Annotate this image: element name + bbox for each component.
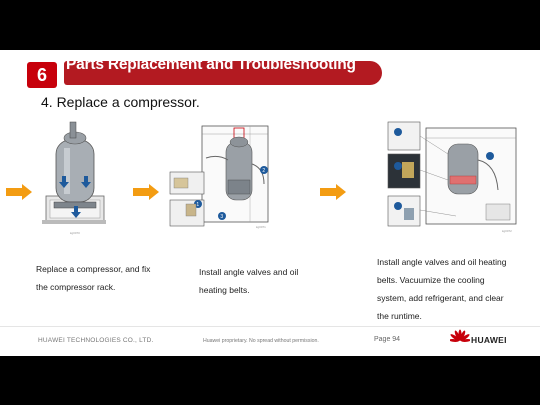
step-2-caption: Install angle valves and oil heating bel… xyxy=(199,263,298,299)
caption-line: the compressor rack. xyxy=(36,282,116,292)
compressor-rack-illustration: kg0070 xyxy=(42,121,106,235)
step-3-caption: Install angle valves and oil heating bel… xyxy=(377,253,506,325)
vacuum-refrigerant-illustration: kg0072 xyxy=(387,121,517,233)
footer-notice: Huawei proprietary. No spread without pe… xyxy=(203,338,319,344)
arrow-right-icon xyxy=(320,184,346,200)
slide: 6 Parts Replacement and Troubleshooting … xyxy=(0,50,540,356)
caption-line: system, add refrigerant, and clear xyxy=(377,293,504,303)
caption-line: belts. Vacuumize the cooling xyxy=(377,275,485,285)
caption-line: the runtime. xyxy=(377,311,422,321)
section-number-badge: 6 xyxy=(27,62,57,88)
slide-title: Parts Replacement and Troubleshooting xyxy=(66,56,356,73)
svg-text:2: 2 xyxy=(262,168,265,174)
huawei-logo-text: HUAWEI xyxy=(471,335,507,345)
step-1-caption: Replace a compressor, and fix the compre… xyxy=(36,260,150,296)
svg-text:3: 3 xyxy=(220,214,223,220)
arrow-right-icon xyxy=(6,184,32,200)
svg-text:kg0070: kg0070 xyxy=(70,231,80,235)
section-number: 6 xyxy=(36,65,47,85)
title-bar xyxy=(64,61,382,85)
caption-line: Install angle valves and oil xyxy=(199,267,299,277)
caption-line: Install angle valves and oil heating xyxy=(377,257,507,267)
footer-company: HUAWEI TECHNOLOGIES CO., LTD. xyxy=(38,337,154,344)
huawei-logo-icon xyxy=(450,329,470,342)
step-subtitle: 4. Replace a compressor. xyxy=(41,94,200,110)
caption-line: heating belts. xyxy=(199,285,250,295)
page-number: Page 94 xyxy=(374,336,401,343)
svg-text:1: 1 xyxy=(196,202,199,208)
arrow-right-icon xyxy=(133,184,159,200)
footer-divider xyxy=(0,326,540,327)
caption-line: Replace a compressor, and fix xyxy=(36,264,151,274)
svg-text:kg0072: kg0072 xyxy=(502,229,512,233)
angle-valve-illustration: 1 2 3 kg0071 xyxy=(169,125,269,229)
svg-text:kg0071: kg0071 xyxy=(256,225,266,229)
